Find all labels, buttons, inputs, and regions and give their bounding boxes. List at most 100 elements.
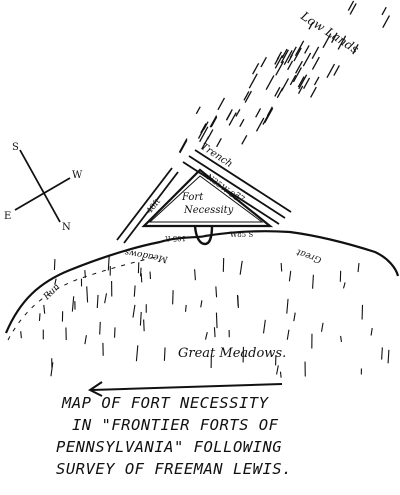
arrow-head (88, 381, 103, 397)
hatch-mark (260, 56, 267, 68)
nw-trench-line-2 (123, 171, 179, 244)
map-caption: MAP OF FORT NECESSITY IN "FRONTIER FORTS… (56, 392, 397, 480)
grass-mark (50, 362, 54, 377)
grass-mark (357, 262, 360, 273)
grass-mark (286, 298, 289, 314)
great-run-inner-edge (7, 255, 161, 341)
hatch-mark (178, 138, 188, 153)
compass-ew-line (14, 177, 71, 211)
grass-mark (262, 319, 266, 334)
hatch-mark (199, 126, 209, 143)
nw-trench (116, 167, 179, 244)
grass-mark (132, 304, 136, 318)
grass-mark (99, 321, 101, 335)
great-label: Great (295, 246, 323, 264)
hatch-mark (337, 35, 347, 50)
grass-mark (236, 294, 239, 307)
hatch-mark (274, 54, 284, 69)
grass-mark (280, 262, 283, 272)
grass-mark (135, 345, 139, 362)
fort-bastion (193, 225, 214, 246)
hatch-mark (281, 48, 288, 59)
hatch-mark (297, 85, 304, 94)
hatch-mark (195, 106, 201, 115)
hatch-mark (303, 77, 311, 90)
hatch-mark (243, 91, 250, 101)
hatch-mark (228, 112, 237, 126)
hatch-mark (210, 116, 218, 128)
hatch-mark (313, 76, 320, 86)
caption-line-4: SURVEY OF FREEMAN LEWIS. (56, 460, 292, 478)
grass-mark (71, 296, 75, 312)
hatch-mark (298, 74, 308, 90)
fort-label-line1: Fort (181, 192, 204, 203)
hatch-mark (295, 60, 303, 74)
grass-mark (276, 365, 279, 375)
caption-line-1: MAP OF FORT NECESSITY (62, 394, 269, 412)
caption-line-2: IN "FRONTIER FORTS OF (72, 416, 279, 434)
hatch-mark (203, 121, 209, 130)
hatch-mark (239, 118, 245, 127)
hatch-mark (241, 134, 248, 145)
grass-mark (84, 335, 87, 345)
hatch-mark (381, 6, 387, 16)
hatch-mark (322, 33, 332, 49)
grass-mark (133, 285, 136, 297)
run-label: Run (41, 282, 62, 303)
grass-mark (139, 311, 142, 326)
grass-mark (143, 319, 145, 332)
grass-mark (320, 322, 324, 332)
grass-mark (312, 274, 314, 289)
caption-line-3: PENNSYLVANIA" FOLLOWING (56, 438, 283, 456)
hatch-mark (310, 86, 317, 98)
scale-arrow (88, 381, 283, 397)
hatch-mark (302, 52, 312, 67)
hatch-mark (280, 49, 289, 64)
grass-mark (288, 270, 292, 282)
hatch-mark (311, 56, 320, 70)
hatch-mark (311, 46, 320, 59)
grass-mark (140, 273, 143, 283)
hatch-mark (262, 115, 269, 125)
compass-west: W (72, 170, 83, 181)
hatch-mark (304, 45, 310, 54)
hatch-mark (209, 115, 218, 128)
hatch-mark (333, 65, 340, 76)
hatch-mark (292, 67, 302, 83)
hatch-mark (248, 73, 258, 89)
nw-trench-line-1 (116, 167, 173, 241)
grass-mark (184, 304, 187, 312)
hatch-mark (287, 54, 293, 64)
hatch-mark (274, 56, 280, 65)
hatch-mark (235, 108, 241, 117)
grass-mark (20, 331, 22, 339)
grass-mark (38, 313, 41, 321)
grass-mark (107, 254, 110, 271)
arrow-shaft (91, 383, 283, 391)
hatch-mark (216, 137, 222, 148)
grass-mark (213, 327, 216, 338)
compass-ns-line (19, 149, 61, 223)
compass-south: S (12, 142, 19, 153)
hatch-mark (275, 60, 285, 76)
hatch-mark (179, 139, 188, 154)
hatch-mark (266, 106, 273, 117)
grass-mark (163, 347, 166, 361)
grass-mark (387, 349, 390, 364)
grass-mark (204, 331, 208, 340)
grass-mark (194, 269, 196, 281)
hatch-mark (293, 47, 302, 62)
hatch-mark (294, 40, 305, 56)
hatch-mark (280, 78, 290, 92)
grass-mark (293, 312, 296, 322)
trench-line-3 (194, 149, 292, 213)
hatch-mark (274, 86, 281, 97)
grass-mark (96, 294, 99, 309)
hatch-mark (265, 75, 275, 90)
grass-mark (342, 282, 346, 289)
fort-necessity (141, 168, 274, 246)
grass-mark (54, 278, 57, 285)
low-lands-hatching (178, 0, 391, 154)
hatch-mark (264, 107, 274, 124)
